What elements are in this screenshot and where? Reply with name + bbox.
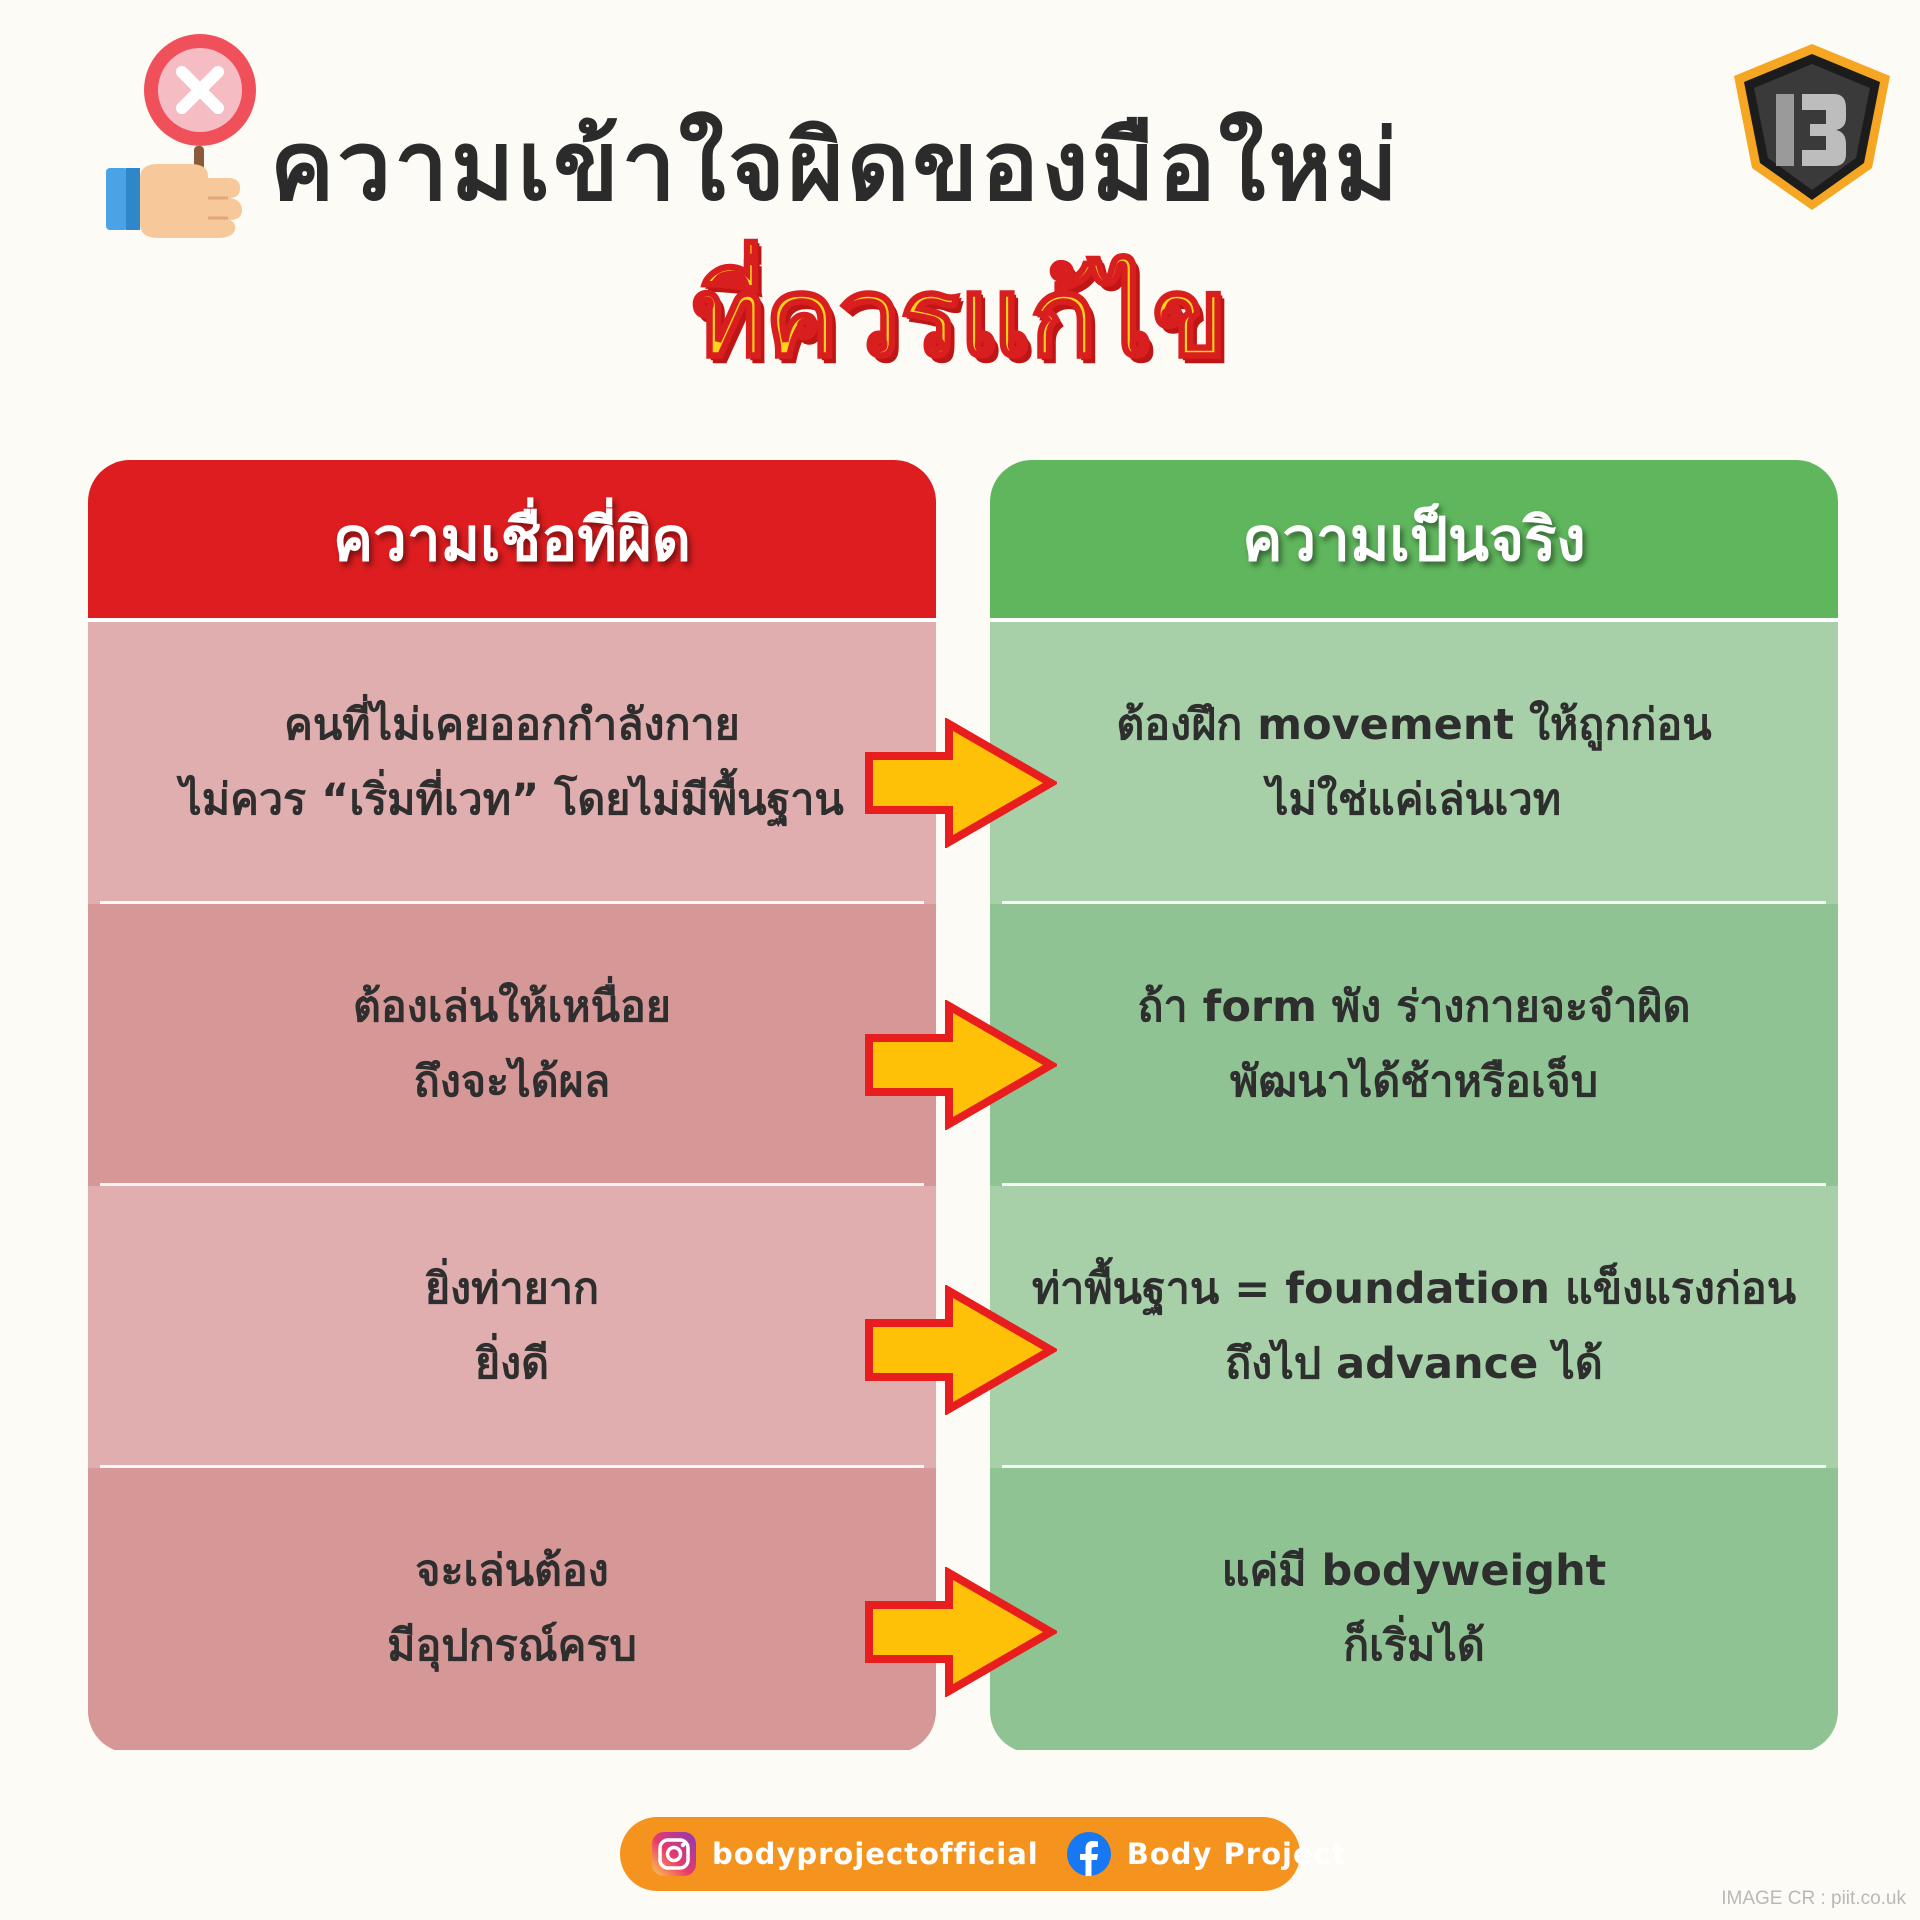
reality-column: ความเป็นจริง ต้องฝึก movement ให้ถูกก่อน…	[990, 460, 1838, 1753]
right-arrow-icon	[865, 1000, 1057, 1130]
reality-text: แค่มี bodyweight	[1221, 1546, 1607, 1596]
misconception-row: จะเล่นต้อง มีอุปกรณ์ครบ	[88, 1468, 936, 1750]
right-arrow-icon	[865, 1285, 1057, 1415]
misconception-row: คนที่ไม่เคยออกกำลังกาย ไม่ควร “เริ่มที่เ…	[88, 622, 936, 904]
misconception-header: ความเชื่อที่ผิด	[88, 460, 936, 622]
right-arrow-icon	[865, 718, 1057, 848]
body-project-logo-icon	[1734, 44, 1890, 210]
facebook-icon	[1066, 1832, 1111, 1876]
reality-text: ถ้า form พัง ร่างกายจะจำผิด	[1137, 982, 1691, 1032]
reality-text: ก็เริ่มได้	[1343, 1621, 1485, 1671]
reality-text: ถึงไป advance ได้	[1225, 1339, 1603, 1389]
misconception-text: ไม่ควร “เริ่มที่เวท” โดยไม่มีพื้นฐาน	[180, 775, 844, 825]
misconception-row: ต้องเล่นให้เหนื่อย ถึงจะได้ผล	[88, 904, 936, 1186]
misconception-row: ยิ่งท่ายาก ยิ่งดี	[88, 1186, 936, 1468]
misconception-column: ความเชื่อที่ผิด คนที่ไม่เคยออกกำลังกาย ไ…	[88, 460, 936, 1753]
reality-text: ต้องฝึก movement ให้ถูกก่อน	[1116, 700, 1712, 750]
reality-row: ต้องฝึก movement ให้ถูกก่อน ไม่ใช่แค่เล่…	[990, 622, 1838, 904]
misconception-text: ถึงจะได้ผล	[413, 1057, 611, 1107]
reality-row: ถ้า form พัง ร่างกายจะจำผิด พัฒนาได้ช้าห…	[990, 904, 1838, 1186]
misconception-text: ยิ่งท่ายาก	[424, 1264, 600, 1314]
hand-holding-x-sign-icon	[106, 34, 256, 238]
instagram-link[interactable]: bodyprojectofficial	[650, 1830, 1039, 1878]
reality-row: ท่าพื้นฐาน = foundation แข็งแรงก่อน ถึงไ…	[990, 1186, 1838, 1468]
reality-text: ท่าพื้นฐาน = foundation แข็งแรงก่อน	[1031, 1264, 1797, 1314]
image-credit: IMAGE CR : piit.co.uk	[1721, 1888, 1906, 1909]
reality-text: ไม่ใช่แค่เล่นเวท	[1266, 775, 1562, 825]
facebook-label: Body Project	[1126, 1837, 1347, 1871]
instagram-icon	[652, 1832, 696, 1876]
reality-header: ความเป็นจริง	[990, 460, 1838, 622]
instagram-label: bodyprojectofficial	[712, 1837, 1039, 1871]
reality-text: พัฒนาได้ช้าหรือเจ็บ	[1229, 1057, 1599, 1107]
misconception-text: มีอุปกรณ์ครบ	[387, 1621, 637, 1671]
page-subtitle: ที่ควรแก้ไข	[691, 253, 1229, 381]
misconception-text: คนที่ไม่เคยออกกำลังกาย	[284, 700, 740, 750]
misconception-text: จะเล่นต้อง	[415, 1546, 609, 1596]
misconception-text: ต้องเล่นให้เหนื่อย	[353, 982, 671, 1032]
right-arrow-icon	[865, 1567, 1057, 1697]
reality-row: แค่มี bodyweight ก็เริ่มได้	[990, 1468, 1838, 1750]
page-title: ความเข้าใจผิดของมือใหม่	[270, 110, 1401, 222]
facebook-link[interactable]: Body Project	[1065, 1830, 1347, 1878]
misconception-text: ยิ่งดี	[474, 1339, 550, 1389]
social-footer: bodyprojectofficial Body Project	[620, 1817, 1346, 1891]
